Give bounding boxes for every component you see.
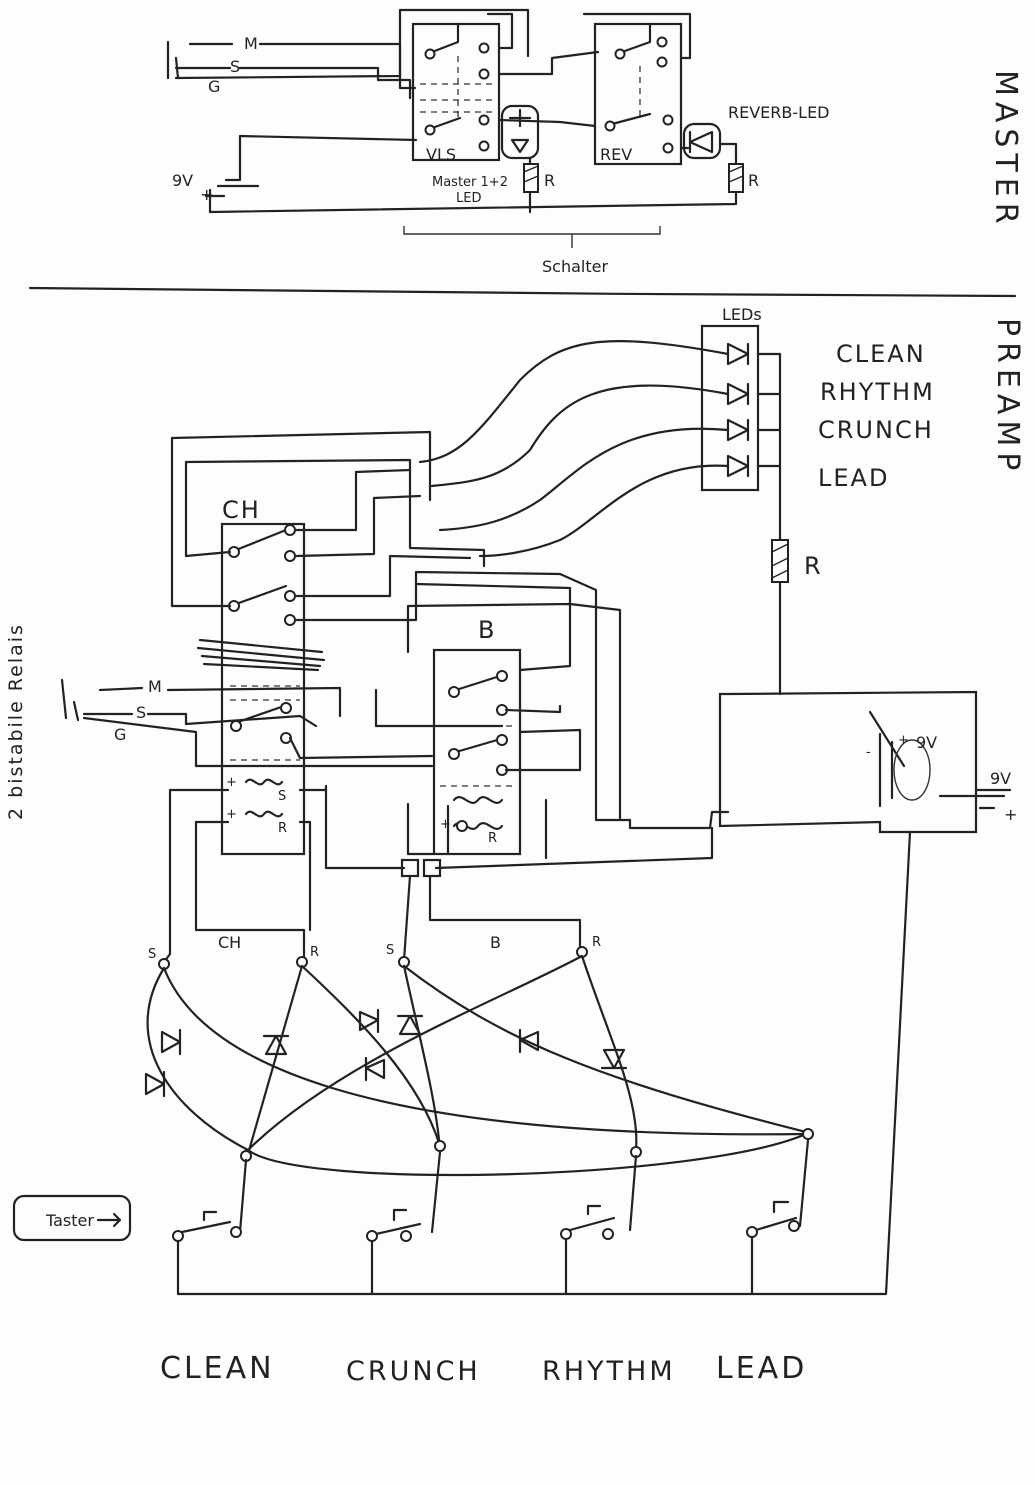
- relay-ch-label: CH: [222, 496, 261, 524]
- relay-ch-coil-r: R: [278, 821, 287, 836]
- switch-caption: Schalter: [542, 257, 608, 276]
- footswitch-rhythm: [560, 1204, 616, 1240]
- reverb-led: REVERB-LED: [682, 103, 830, 160]
- footswitch-label-rhythm: RHYTHM: [542, 1356, 676, 1387]
- footswitch-lead: [746, 1200, 800, 1238]
- relay-side-note: 2 bistabile Relais: [5, 623, 27, 820]
- center-connector: [400, 858, 442, 878]
- relay-vls-label: VLS: [426, 145, 456, 164]
- preamp-input-jack: M S G: [60, 677, 162, 744]
- section-divider: [28, 286, 1017, 298]
- power-box-9v: 9V: [916, 733, 937, 752]
- power-box-plus: +: [898, 733, 909, 748]
- master-r2-label: R: [748, 171, 759, 190]
- preamp-jack-g-label: G: [114, 725, 126, 744]
- master-section: M S G VLS: [166, 8, 1023, 276]
- led-resistor-label: R: [804, 552, 823, 580]
- relay-b-label: B: [478, 616, 496, 644]
- master-battery: 9V +: [172, 134, 418, 204]
- footswitch-label-clean: CLEAN: [160, 1351, 275, 1386]
- led-label-lead: LEAD: [818, 464, 889, 492]
- leds-title: LEDs: [722, 305, 762, 324]
- master-resistor-1: R: [523, 163, 555, 193]
- relay-vls: VLS: [411, 22, 501, 164]
- master-jack-m-label: M: [244, 34, 258, 53]
- node-b-s: S: [386, 943, 394, 958]
- preamp-jack-m-label: M: [148, 677, 162, 696]
- relay-ch-coil-s: S: [278, 789, 286, 804]
- matrix-ch-label: CH: [218, 933, 241, 952]
- reverb-led-label: REVERB-LED: [728, 103, 830, 122]
- master-jack-s-label: S: [230, 57, 240, 76]
- master-led-caption-2: LED: [456, 191, 481, 206]
- relay-b-coil-r: R: [488, 831, 497, 846]
- master-resistor-2: R: [728, 163, 759, 193]
- master-led-caption-1: Master 1+2: [432, 175, 508, 190]
- footswitch-label-crunch: CRUNCH: [346, 1356, 481, 1387]
- preamp-battery-plus: +: [1004, 805, 1017, 824]
- footswitches: Taster CLEAN CRUNCH: [12, 830, 912, 1387]
- relay-b-coil-plus: +: [440, 817, 451, 832]
- diode-matrix: CH B S R S R: [144, 788, 814, 1177]
- preamp-battery-label: 9V: [990, 769, 1011, 788]
- master-input-jack: M S G: [166, 34, 258, 96]
- switch-bracket: Schalter: [403, 226, 661, 276]
- relay-ch: CH + + S R: [196, 496, 326, 856]
- relay-ch-scribble: [196, 638, 326, 672]
- led-label-clean: CLEAN: [836, 340, 926, 368]
- coil-plus-1: +: [226, 775, 237, 790]
- led-resistor: R: [771, 539, 823, 583]
- led-label-crunch: CRUNCH: [818, 416, 934, 444]
- indicator-leds: LEDs CLEAN RHYTHM CRUNCH LEAD: [700, 305, 935, 542]
- master-battery-label: 9V: [172, 171, 193, 190]
- matrix-b-label: B: [490, 933, 501, 952]
- coil-plus-2: +: [226, 807, 237, 822]
- taster-legend: Taster: [12, 1194, 132, 1242]
- relay-rev: REV: [593, 22, 683, 166]
- master-jack-g-label: G: [208, 77, 220, 96]
- taster-legend-label: Taster: [45, 1211, 94, 1230]
- master-battery-plus: +: [200, 185, 213, 204]
- preamp-title: PREAMP: [990, 318, 1025, 476]
- node-b-r: R: [592, 935, 601, 950]
- node-ch-r: R: [310, 945, 319, 960]
- power-box-minus: -: [866, 745, 871, 760]
- led-label-rhythm: RHYTHM: [820, 378, 935, 406]
- preamp-jack-s-label: S: [136, 703, 146, 722]
- footswitch-clean: [172, 1210, 242, 1242]
- master-title: MASTER: [988, 70, 1023, 230]
- relay-rev-label: REV: [600, 145, 632, 164]
- preamp-section: PREAMP 2 bistabile Relais LEDs CLEAN RHY…: [5, 305, 1025, 1387]
- footswitch-crunch: [366, 1208, 422, 1242]
- node-ch-s: S: [148, 947, 156, 962]
- master-r1-label: R: [544, 171, 555, 190]
- preamp-battery: 9V +: [938, 769, 1017, 824]
- power-box: 9V + -: [718, 690, 978, 834]
- master-led: Master 1+2 LED: [432, 104, 540, 206]
- footswitch-label-lead: LEAD: [716, 1351, 807, 1386]
